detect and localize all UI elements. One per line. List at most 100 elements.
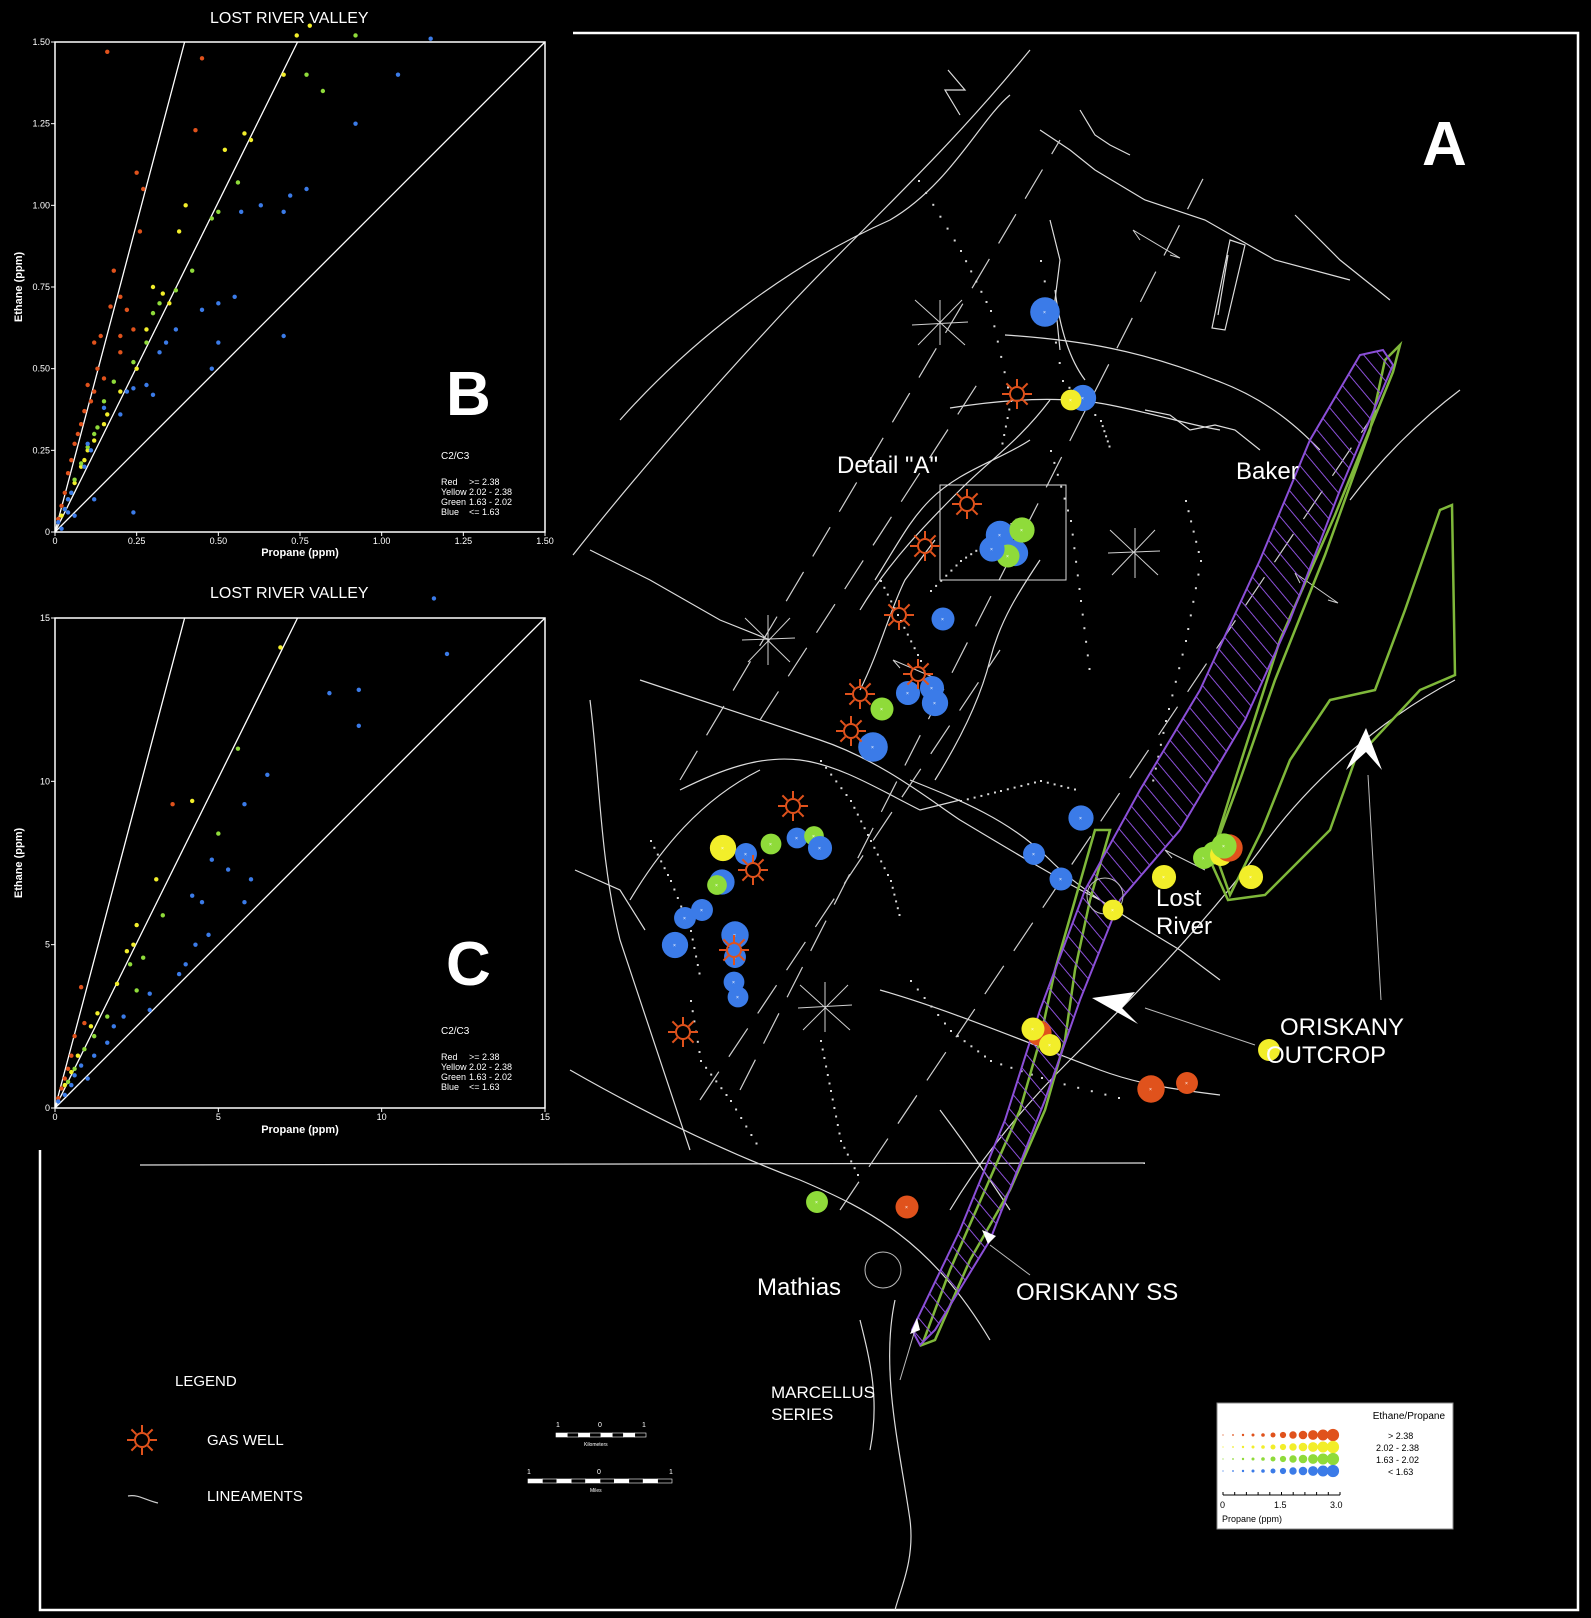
survey-dot xyxy=(1054,341,1057,344)
chart-c-point-blue xyxy=(72,1073,77,1078)
survey-dot xyxy=(830,773,833,776)
chart-b-point-blue xyxy=(216,301,221,306)
sample-circle-mark: × xyxy=(1222,844,1225,850)
sample-circle-mark: × xyxy=(1006,554,1009,560)
sample-circle-green xyxy=(1009,517,1035,543)
sample-circle-blue xyxy=(1049,867,1073,891)
survey-dot xyxy=(825,766,828,769)
survey-dot xyxy=(1078,588,1081,590)
gas-well-icon xyxy=(1002,379,1032,409)
size-legend-dot-yellow xyxy=(1270,1444,1276,1450)
scale-segment xyxy=(555,1432,568,1438)
survey-dot xyxy=(696,964,699,966)
size-legend-dot-yellow xyxy=(1298,1442,1308,1452)
survey-dot xyxy=(693,1020,696,1023)
chart-b-title: LOST RIVER VALLEY xyxy=(210,10,369,27)
chart-b-reference-line-1 xyxy=(54,41,299,533)
chart-c-reference-line-1 xyxy=(54,617,299,1109)
survey-dot xyxy=(1090,1090,1093,1093)
chart-b-point-yellow xyxy=(167,301,172,306)
size-legend-dot-green xyxy=(1317,1453,1329,1465)
sample-circle-mark: × xyxy=(795,836,798,842)
survey-dot xyxy=(893,893,896,896)
chart-c-point-blue xyxy=(121,1014,126,1019)
gas-well-symbols xyxy=(668,379,1032,1047)
chart-b-point-red xyxy=(72,441,77,446)
chart-c-y-tick-label: 0 xyxy=(45,1103,50,1113)
survey-dot xyxy=(750,1134,753,1136)
detail-a-box xyxy=(939,484,1067,581)
survey-dot xyxy=(1189,614,1192,617)
size-legend-dot-green xyxy=(1251,1457,1255,1461)
sample-circles: ××××××××××××××××××××××××××××××××××××××××… xyxy=(661,297,1280,1219)
survey-dot xyxy=(970,1045,973,1048)
scale-segment xyxy=(623,1432,636,1438)
survey-dot xyxy=(860,820,863,823)
chart-c-point-blue xyxy=(69,1082,74,1088)
scale-segment xyxy=(628,1478,644,1484)
survey-dot xyxy=(1104,1093,1107,1096)
survey-dot xyxy=(893,607,896,610)
survey-dot xyxy=(1190,520,1193,523)
chart-c-point-red xyxy=(170,802,175,807)
gas-well-icon xyxy=(836,716,866,746)
chart-c-point-blue xyxy=(444,651,450,657)
survey-dot xyxy=(887,874,889,876)
survey-dot xyxy=(836,1124,839,1126)
chart-b-point-green xyxy=(92,431,97,437)
sample-circle-mark: × xyxy=(1149,1087,1152,1093)
gas-well-icon xyxy=(845,679,875,709)
survey-dot xyxy=(870,840,872,842)
chart-c-y-tick-label: 15 xyxy=(40,613,50,623)
survey-dot xyxy=(1053,461,1056,464)
size-legend-dot-yellow xyxy=(1241,1445,1245,1449)
gas-well-icon xyxy=(884,600,914,630)
scale-mi-unit: Miles xyxy=(590,1488,602,1494)
survey-dot xyxy=(853,1167,856,1170)
survey-dot xyxy=(1004,425,1007,428)
size-legend-dot-yellow xyxy=(1317,1441,1329,1453)
survey-dot xyxy=(903,626,906,629)
survey-dot xyxy=(890,600,893,603)
survey-dot xyxy=(1168,708,1170,710)
survey-dot xyxy=(710,1073,713,1076)
survey-dot xyxy=(1200,560,1202,562)
survey-dot xyxy=(1174,680,1177,683)
chart-c-legend-name-blue: Blue xyxy=(441,1082,459,1092)
survey-dot xyxy=(930,1005,933,1008)
chart-b-point-yellow xyxy=(248,137,254,143)
chart-c-point-green xyxy=(235,746,241,751)
legend-title: LEGEND xyxy=(175,1373,237,1390)
survey-dot xyxy=(980,290,983,293)
chart-c-point-red xyxy=(59,1086,64,1091)
sample-circle-green xyxy=(1211,833,1237,859)
size-legend-dot-red xyxy=(1298,1430,1308,1440)
survey-dot xyxy=(1003,434,1006,436)
scale-mi-tick-mid: 0 xyxy=(597,1469,601,1476)
chart-b-point-red xyxy=(88,399,94,404)
survey-dot xyxy=(898,914,901,916)
chart-c-x-tick-label: 5 xyxy=(216,1112,221,1122)
chart-b-xlabel: Propane (ppm) xyxy=(261,547,339,559)
label-mathias: Mathias xyxy=(757,1274,841,1301)
sample-circle-blue xyxy=(931,607,955,631)
chart-b-point-blue xyxy=(395,72,401,77)
chart-b-y-tick-label: 0.75 xyxy=(32,282,50,292)
chart-b-point-green xyxy=(85,444,90,450)
sample-circle-mark: × xyxy=(1020,528,1023,534)
sample-circle-yellow xyxy=(1258,1039,1280,1061)
size-legend-dot-yellow xyxy=(1308,1442,1318,1452)
survey-dot xyxy=(1000,790,1002,792)
survey-dot xyxy=(1192,530,1195,533)
sample-circle-yellow xyxy=(1238,864,1264,890)
survey-dot xyxy=(825,1065,828,1068)
survey-dot xyxy=(873,846,876,849)
map-panel-a: ××××××××××××××××××××××××××××××××××××××××… xyxy=(38,31,1580,1612)
chart-c-point-blue xyxy=(248,877,254,882)
survey-dot xyxy=(1063,1083,1066,1086)
survey-dot xyxy=(698,972,701,975)
survey-dot xyxy=(950,569,953,572)
survey-dot xyxy=(1001,442,1004,445)
survey-dot xyxy=(1162,731,1165,734)
chart-b-point-green xyxy=(235,180,241,185)
